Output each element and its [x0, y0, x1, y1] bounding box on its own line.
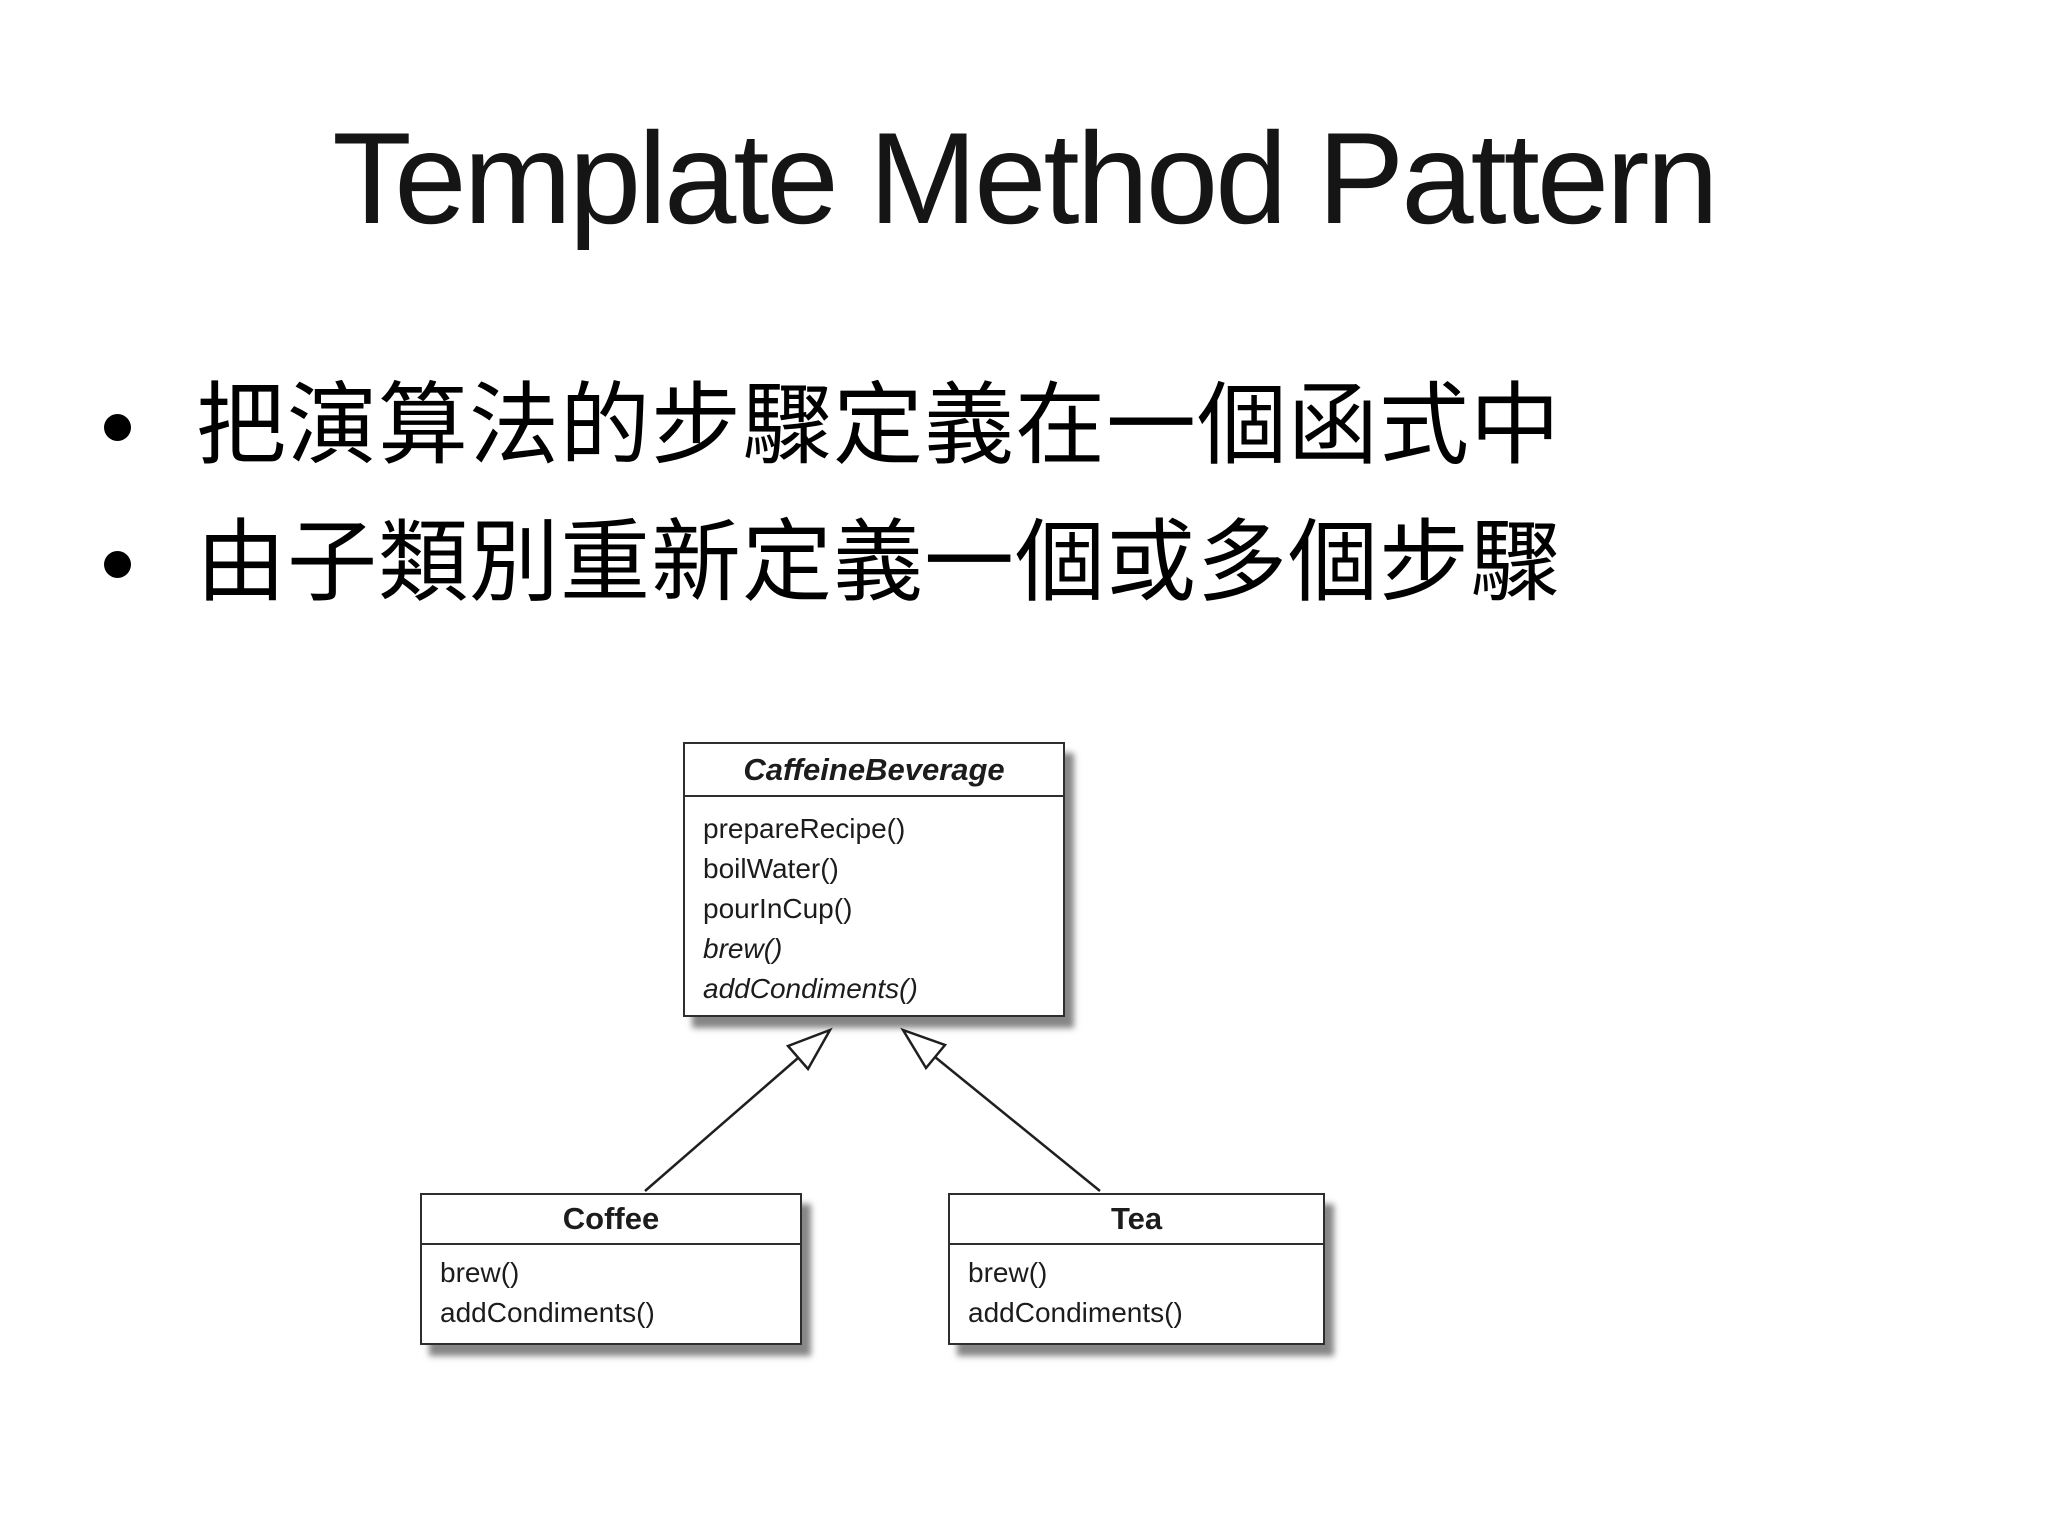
bullet-dot [104, 414, 131, 441]
bullet-text: 把演算法的步驟定義在一個函式中 [196, 377, 1561, 476]
bullet-dot [104, 551, 131, 578]
method-label: addCondiments() [703, 973, 918, 1004]
method-label: brew() [703, 933, 783, 964]
method-label: prepareRecipe() [703, 813, 906, 844]
method-label: boilWater() [703, 853, 839, 884]
generalization-arrow-tea [900, 1027, 1101, 1192]
class-name: CaffeineBeverage [685, 744, 1063, 797]
method-list: brew() addCondiments() [422, 1245, 800, 1333]
bullet-list: 把演算法的步驟定義在一個函式中 由子類別重新定義一個或多個步驟 [96, 368, 1561, 642]
list-item: 把演算法的步驟定義在一個函式中 [96, 368, 1561, 485]
hollow-triangle-arrowhead-icon [900, 1027, 948, 1071]
generalization-arrow-coffee [644, 1027, 833, 1192]
method-list: brew() addCondiments() [950, 1245, 1323, 1333]
method-label: brew() [968, 1257, 1048, 1288]
class-box-tea: Tea brew() addCondiments() [948, 1193, 1325, 1345]
method-label: addCondiments() [968, 1297, 1183, 1328]
list-item: 由子類別重新定義一個或多個步驟 [96, 505, 1561, 622]
hollow-triangle-arrowhead-icon [785, 1027, 833, 1072]
bullet-text: 由子類別重新定義一個或多個步驟 [196, 514, 1561, 613]
method-label: pourInCup() [703, 893, 853, 924]
method-list: prepareRecipe() boilWater() pourInCup() … [685, 797, 1063, 1009]
method-label: addCondiments() [440, 1297, 655, 1328]
class-box-caffeinebeverage: CaffeineBeverage prepareRecipe() boilWat… [683, 742, 1065, 1017]
method-label: brew() [440, 1257, 520, 1288]
page-title: Template Method Pattern [332, 105, 1718, 251]
class-box-coffee: Coffee brew() addCondiments() [420, 1193, 802, 1345]
class-name: Coffee [422, 1195, 800, 1245]
class-name: Tea [950, 1195, 1323, 1245]
